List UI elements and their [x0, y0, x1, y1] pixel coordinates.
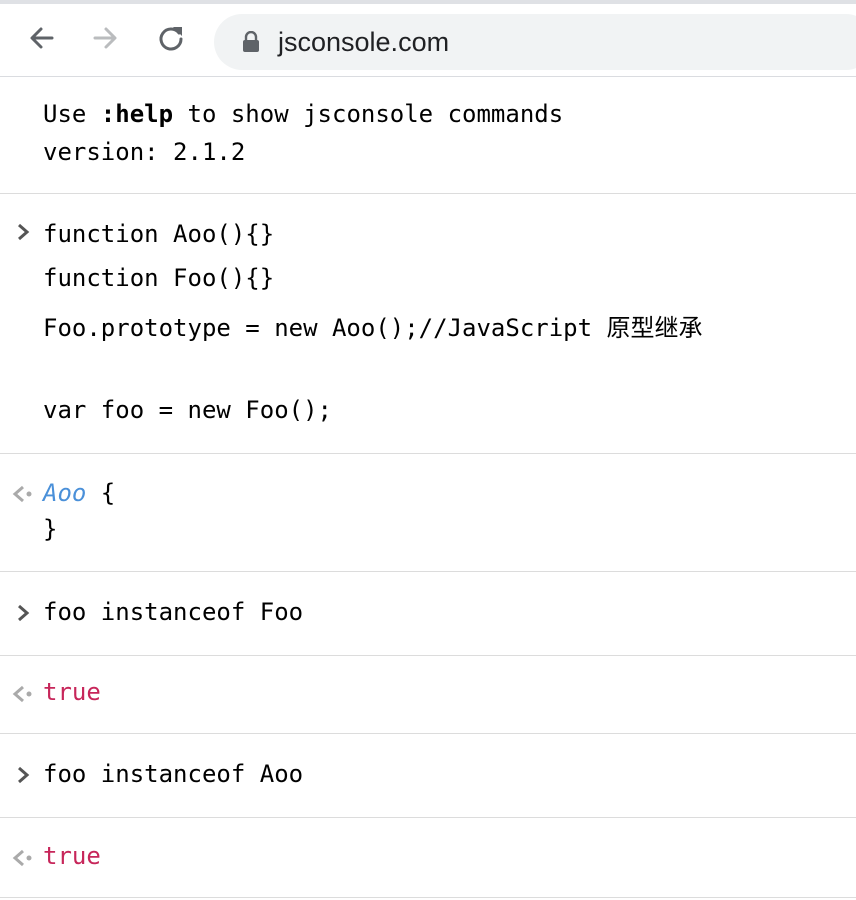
lock-icon: [240, 30, 262, 54]
help-prefix: Use: [43, 100, 101, 128]
chevron-left-dot-icon: [12, 483, 34, 505]
back-button[interactable]: [24, 20, 60, 56]
code-line: foo instanceof Foo: [43, 598, 304, 626]
console-output-entry: true: [0, 818, 856, 898]
object-name: Aoo: [43, 479, 87, 507]
object-open-brace: {: [86, 479, 116, 507]
browser-top-strip: [0, 0, 856, 4]
console-input-entry: foo instanceof Aoo: [0, 734, 856, 818]
boolean-result: true: [43, 678, 101, 706]
console-input-entry: function Aoo(){} function Foo(){} Foo.pr…: [0, 194, 856, 454]
version-line: version: 2.1.2: [43, 138, 246, 166]
code-line: foo instanceof Aoo: [43, 760, 304, 788]
code-line: var foo = new Foo();: [43, 396, 332, 424]
help-line: Use :help to show jsconsole commands: [43, 100, 563, 128]
object-close-brace: }: [43, 515, 58, 543]
help-suffix: to show jsconsole commands: [173, 100, 564, 128]
chevron-left-dot-icon: [12, 683, 34, 705]
url-text: jsconsole.com: [278, 26, 450, 57]
code-line: Foo.prototype = new Aoo();//JavaScript 原…: [43, 314, 703, 342]
forward-icon: [93, 27, 117, 49]
reload-icon: [159, 27, 183, 51]
address-bar[interactable]: jsconsole.com: [214, 14, 856, 70]
forward-button[interactable]: [87, 20, 123, 56]
browser-toolbar: jsconsole.com: [0, 4, 856, 77]
reload-button[interactable]: [153, 20, 189, 56]
help-banner: Use :help to show jsconsole commands ver…: [0, 77, 856, 194]
console-log: Use :help to show jsconsole commands ver…: [0, 77, 856, 898]
chevron-right-icon: [12, 221, 34, 243]
console-output-entry: true: [0, 656, 856, 734]
console-input-entry: foo instanceof Foo: [0, 572, 856, 656]
code-line: function Aoo(){}: [43, 220, 275, 248]
console-output-entry: Aoo { }: [0, 454, 856, 572]
chevron-left-dot-icon: [12, 847, 34, 869]
boolean-result: true: [43, 842, 101, 870]
object-preview-line[interactable]: Aoo {: [43, 479, 115, 507]
chevron-right-icon: [12, 602, 34, 624]
chevron-right-icon: [12, 764, 34, 786]
code-line: function Foo(){}: [43, 264, 275, 292]
back-icon: [30, 27, 54, 49]
help-command: :help: [100, 100, 174, 128]
